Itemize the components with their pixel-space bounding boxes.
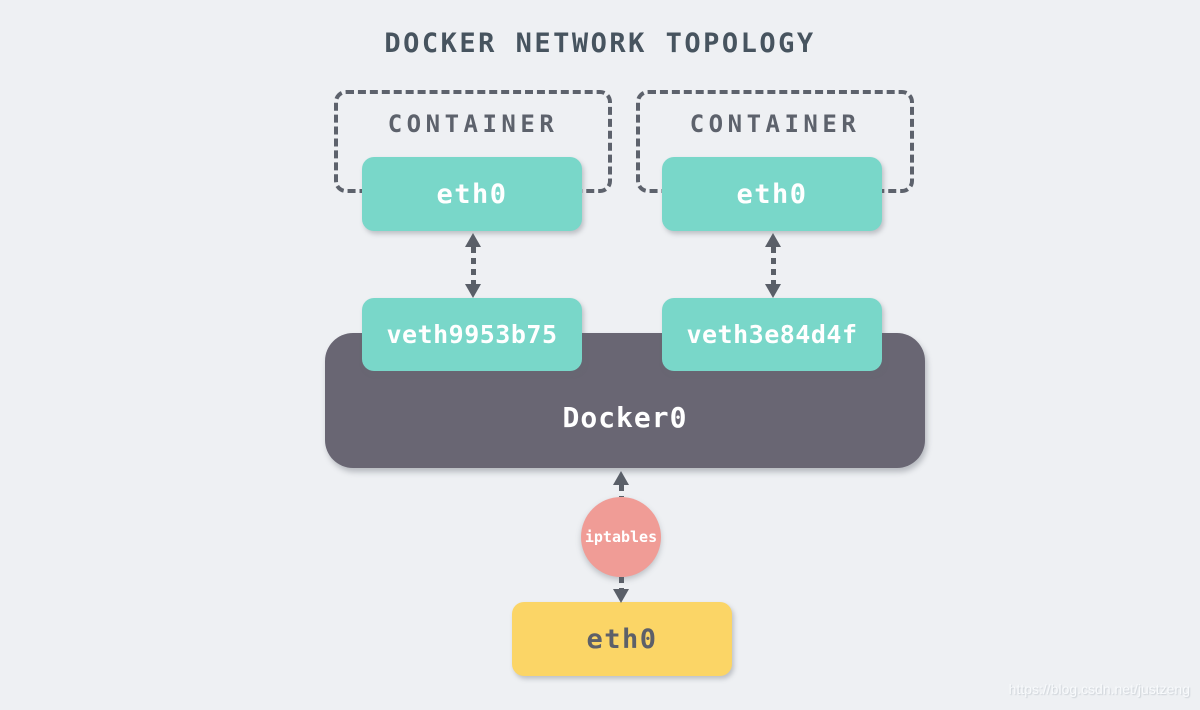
dashed-stem (770, 247, 776, 284)
dashed-stem (618, 485, 624, 497)
arrowhead-up-icon (465, 233, 481, 247)
veth-node-2: veth3e84d4f (662, 298, 882, 371)
dashed-stem (618, 577, 624, 589)
arrowhead-up-icon (613, 471, 629, 485)
docker0-bridge-label: Docker0 (562, 401, 688, 434)
arrowhead-down-icon (765, 284, 781, 298)
bridge-iptables-arrow (613, 471, 629, 497)
arrowhead-down-icon (465, 284, 481, 298)
host-eth0-node: eth0 (512, 602, 732, 676)
container-eth0-node-1: eth0 (362, 157, 582, 231)
container-eth0-node-2: eth0 (662, 157, 882, 231)
arrowhead-up-icon (765, 233, 781, 247)
arrowhead-down-icon (613, 589, 629, 603)
container-label-2: CONTAINER (689, 110, 861, 138)
watermark-url: https://blog.csdn.net/justzeng (1008, 681, 1190, 697)
eth0-veth-arrow-1 (465, 233, 481, 298)
diagram-title: DOCKER NETWORK TOPOLOGY (384, 28, 816, 59)
iptables-node: iptables (581, 497, 661, 577)
eth0-veth-arrow-2 (765, 233, 781, 298)
veth-node-1: veth9953b75 (362, 298, 582, 371)
dashed-stem (470, 247, 476, 284)
iptables-eth0-arrow (613, 577, 629, 603)
container-label-1: CONTAINER (387, 110, 559, 138)
